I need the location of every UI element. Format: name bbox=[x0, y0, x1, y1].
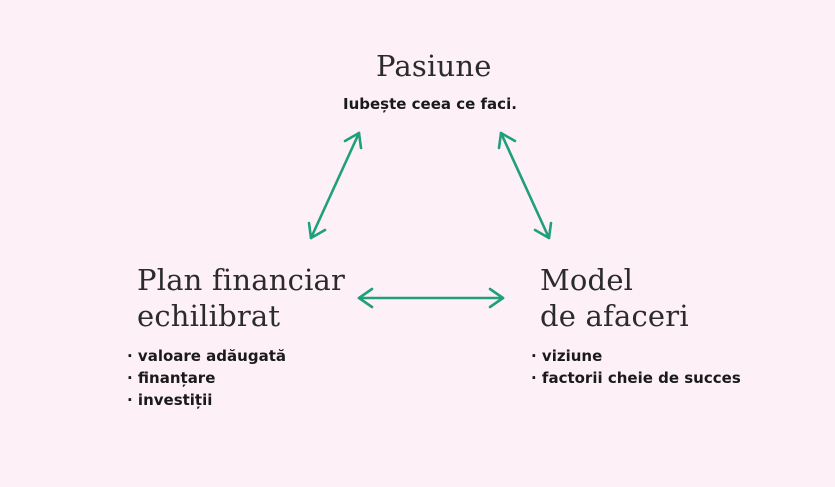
top-node-title: Pasiune bbox=[376, 49, 492, 83]
right-node-title-line-1: Model bbox=[540, 263, 634, 297]
right-node-bullet-2: factorii cheie de succes bbox=[531, 367, 741, 389]
arrow-left-right bbox=[357, 287, 505, 309]
top-node-subtitle: Iubește ceea ce faci. bbox=[343, 95, 517, 113]
arrow-top-right bbox=[497, 131, 553, 240]
right-node-bullet-1: viziune bbox=[531, 345, 741, 367]
left-node-bullet-1: valoare adăugată bbox=[127, 345, 286, 367]
left-node-title-line-2: echilibrat bbox=[137, 299, 281, 333]
right-node-bullet-list: viziune factorii cheie de succes bbox=[531, 345, 741, 389]
left-node-bullet-2: finanțare bbox=[127, 367, 286, 389]
left-node-bullet-3: investiții bbox=[127, 389, 286, 411]
left-node-bullet-list: valoare adăugată finanțare investiții bbox=[127, 345, 286, 411]
left-node-title-line-1: Plan financiar bbox=[137, 263, 346, 297]
right-node-title: Model de afaceri bbox=[540, 262, 689, 334]
arrow-top-left bbox=[307, 131, 363, 240]
left-node-title: Plan financiar echilibrat bbox=[137, 262, 345, 334]
right-node-title-line-2: de afaceri bbox=[540, 299, 689, 333]
